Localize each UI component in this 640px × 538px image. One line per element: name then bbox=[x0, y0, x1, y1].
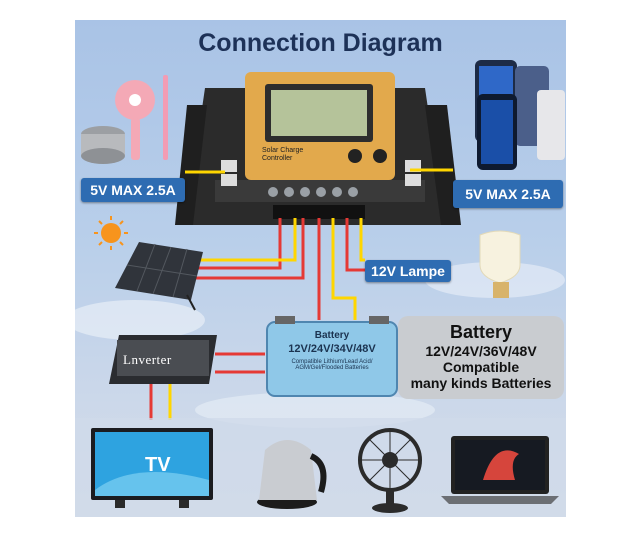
desk-fan-icon bbox=[358, 428, 422, 513]
usb-left-label: 5V MAX 2.5A bbox=[81, 178, 185, 202]
diagram-canvas: Connection Diagram Solar Charge Controll… bbox=[75, 20, 566, 517]
handheld-fan-icon bbox=[115, 80, 155, 160]
usb-right-label: 5V MAX 2.5A bbox=[453, 180, 563, 208]
battery-compatibility-note: Battery 12V/24V/36V/48V Compatible many … bbox=[398, 316, 564, 399]
laptop-icon bbox=[441, 436, 559, 504]
led-bulb-icon bbox=[479, 230, 521, 298]
electric-kettle-icon bbox=[257, 440, 327, 509]
smartphones-icon bbox=[475, 60, 565, 170]
battery-unit bbox=[266, 316, 398, 397]
battery-unit-name: Battery bbox=[314, 330, 350, 341]
battery-unit-compat-line1: Compatible Lithium/Lead Acid/ bbox=[291, 359, 373, 365]
controller-label-line2: Controller bbox=[262, 155, 293, 162]
speaker-icon bbox=[81, 126, 125, 164]
controller-label: Solar Charge Controller bbox=[262, 147, 303, 163]
controller-label-line1: Solar Charge bbox=[262, 147, 304, 154]
lamp-label: 12V Lampe bbox=[365, 260, 451, 282]
battery-unit-voltages: 12V/24V/34V/48V bbox=[288, 343, 376, 355]
inverter-label: Lnverter bbox=[123, 352, 172, 367]
battery-unit-compat-line2: AGM/Gel/Flooded Batteries bbox=[295, 365, 369, 371]
battery-unit-text: Battery 12V/24V/34V/48V Compatible Lithi… bbox=[267, 330, 397, 371]
solar-panel-icon bbox=[115, 242, 203, 311]
diagram-graphics bbox=[75, 60, 566, 517]
usb-lamp-icon bbox=[163, 75, 168, 160]
solar-charge-controller bbox=[175, 72, 461, 225]
diagram-title: Connection Diagram bbox=[198, 29, 443, 57]
battery-note-line1: Compatible bbox=[442, 359, 520, 375]
inverter-icon bbox=[109, 335, 217, 384]
television-icon bbox=[91, 428, 213, 508]
sun-icon bbox=[94, 216, 128, 250]
tv-label: TV bbox=[145, 454, 171, 476]
battery-note-title: Battery bbox=[449, 322, 513, 342]
battery-note-line2: many kinds Batteries bbox=[410, 375, 552, 391]
battery-note-voltages: 12V/24V/36V/48V bbox=[425, 343, 537, 359]
